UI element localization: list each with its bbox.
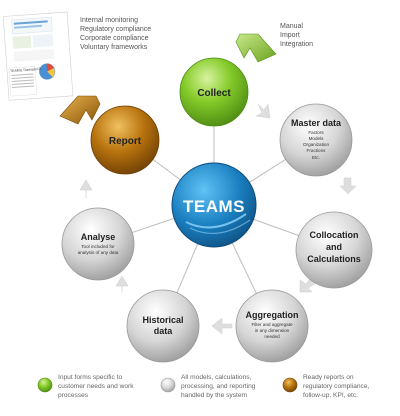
node-collect: Collect	[179, 57, 249, 127]
outputs-note: Internal monitoring Regulatory complianc…	[80, 17, 151, 51]
master-sub-1: Factors	[308, 130, 324, 135]
aggregation-sub-3: needed	[264, 334, 280, 339]
legend-item-input: Input forms specific to customer needs a…	[37, 374, 134, 399]
node-collocation: Collocation and Calculations	[295, 211, 373, 289]
legend-item-report: Ready reports on regulatory compliance, …	[282, 374, 370, 399]
legend-report-line-2: regulatory compliance,	[303, 383, 370, 390]
outputs-line-3: Corporate compliance	[80, 35, 149, 42]
historical-line-1: Historical	[142, 315, 183, 325]
outputs-line-4: Voluntary frameworks	[80, 44, 148, 51]
legend-item-system: All models, calculations, processing, an…	[160, 374, 256, 399]
inputs-line-2: Import	[280, 32, 300, 39]
arrow-master-to-collocation-icon	[339, 177, 357, 195]
node-report: Report	[90, 105, 160, 175]
thumbnail-caption: TEAMS Tramadol R	[10, 67, 42, 73]
teams-label: TEAMS	[183, 197, 245, 216]
node-master-data: Master data Factors Models Organization …	[279, 103, 353, 177]
master-sub-5: Etc.	[312, 155, 320, 160]
inputs-note: Manual Import Integration	[280, 23, 313, 48]
report-title: Report	[109, 136, 142, 147]
legend: Input forms specific to customer needs a…	[37, 374, 370, 399]
input-chevron-icon	[235, 33, 277, 63]
master-sub-3: Organization	[303, 142, 329, 147]
aggregation-sub-2: in any dimension	[255, 328, 290, 333]
outputs-line-1: Internal monitoring	[80, 17, 138, 24]
analyse-sub-1: Tool included for	[81, 244, 115, 249]
legend-system-line-1: All models, calculations,	[181, 374, 252, 381]
arrow-historical-to-analyse-icon	[115, 275, 129, 292]
historical-line-2: data	[154, 326, 174, 336]
legend-system-line-3: handled by the system	[181, 392, 247, 399]
analyse-sub-2: analysis of any data	[78, 250, 119, 255]
outputs-line-2: Regulatory compliance	[80, 26, 151, 33]
node-aggregation: Aggregation Filter and aggregate in any …	[235, 289, 309, 363]
legend-report-line-1: Ready reports on	[303, 374, 354, 381]
aggregation-sub-1: Filter and aggregate	[251, 322, 293, 327]
inputs-line-1: Manual	[280, 23, 303, 30]
collocation-line-1: Collocation	[310, 230, 359, 240]
legend-input-line-1: Input forms specific to	[58, 374, 122, 381]
report-thumbnail: TEAMS Tramadol R	[2, 11, 74, 101]
collocation-line-2: and	[326, 242, 342, 252]
legend-input-line-3: processes	[58, 392, 89, 399]
analyse-title: Analyse	[81, 232, 116, 242]
node-historical-data: Historical data	[126, 289, 200, 363]
legend-report-line-3: follow-up, KPI, etc.	[303, 392, 358, 399]
node-collect-title: Collect	[197, 88, 231, 99]
collocation-line-3: Calculations	[307, 254, 361, 264]
master-sub-4: Fractions	[307, 148, 327, 153]
inputs-line-3: Integration	[280, 41, 313, 48]
node-analyse: Analyse Tool included for analysis of an…	[61, 207, 135, 281]
arrow-aggregation-to-historical-icon	[211, 317, 233, 335]
aggregation-title: Aggregation	[246, 310, 299, 320]
arrow-collect-to-master-icon	[255, 103, 271, 119]
arrow-analyse-to-report-icon	[79, 179, 93, 198]
legend-input-line-2: customer needs and work	[58, 383, 134, 390]
legend-system-line-2: processing, and reporting	[181, 383, 256, 390]
master-sub-2: Models	[309, 136, 325, 141]
center-teams-logo: TEAMS	[171, 162, 257, 248]
output-chevron-icon	[59, 95, 101, 125]
node-master-title: Master data	[291, 118, 342, 128]
